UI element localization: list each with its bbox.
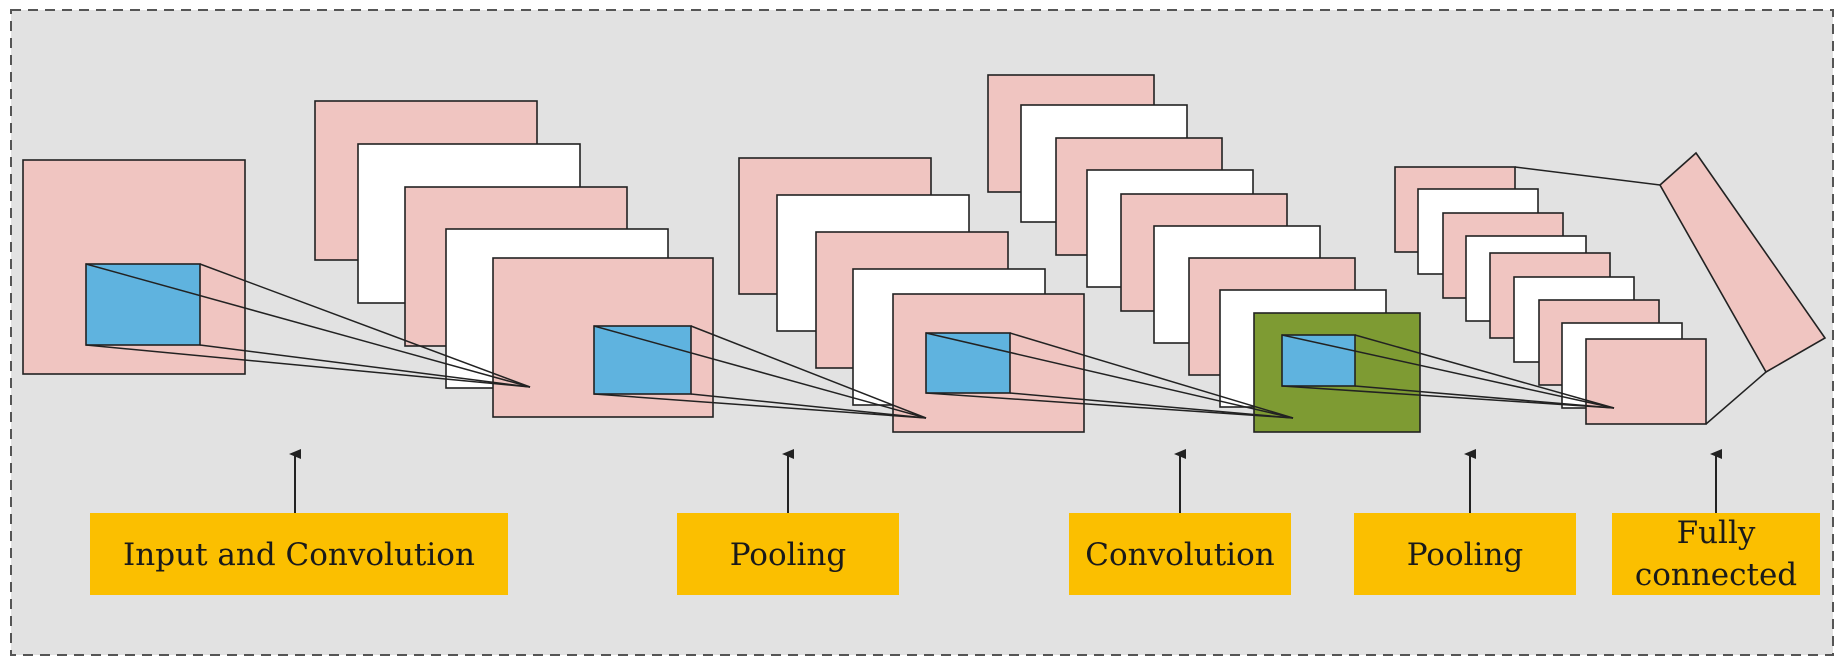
stage-label-pooling-2: Pooling bbox=[1354, 513, 1576, 595]
label-text: Pooling bbox=[1407, 537, 1524, 573]
conv2-feature-maps bbox=[987, 74, 1421, 433]
projection-line bbox=[593, 393, 927, 419]
label-box bbox=[677, 513, 899, 595]
projection-line bbox=[593, 325, 927, 419]
label-text: Fully bbox=[1677, 515, 1756, 551]
projection-line bbox=[199, 344, 531, 388]
projection-line bbox=[1281, 334, 1615, 409]
label-text: Input and Convolution bbox=[123, 537, 475, 573]
projection-line bbox=[925, 392, 1294, 419]
projection-line bbox=[1009, 392, 1294, 419]
label-text: connected bbox=[1635, 557, 1797, 593]
label-text: Pooling bbox=[730, 537, 847, 573]
stage-label-convolution: Convolution bbox=[1069, 513, 1291, 595]
fully-connected-layer bbox=[1514, 151, 1827, 425]
stage-label-input-and-convolution: Input and Convolution bbox=[90, 513, 508, 595]
projection-line bbox=[1354, 334, 1615, 409]
pool2-feature-maps bbox=[1394, 166, 1707, 425]
label-text: Convolution bbox=[1085, 537, 1274, 573]
projection-line bbox=[1281, 385, 1615, 409]
projection-line bbox=[85, 263, 531, 388]
stage-arrows bbox=[289, 449, 1722, 513]
stage-label-fully-connected: Fully connected bbox=[1612, 513, 1820, 595]
fc-connection-line bbox=[1514, 166, 1661, 186]
label-box bbox=[1069, 513, 1291, 595]
projection-line bbox=[690, 393, 927, 419]
fully-connected-block bbox=[1658, 151, 1827, 374]
projection-line bbox=[1009, 332, 1294, 419]
receptive-field bbox=[85, 263, 201, 346]
label-box bbox=[90, 513, 508, 595]
projection-line bbox=[690, 325, 927, 419]
projection-lines bbox=[85, 263, 1615, 419]
label-box bbox=[1612, 513, 1820, 595]
receptive-field bbox=[593, 325, 692, 395]
projection-line bbox=[85, 344, 531, 388]
label-box bbox=[1354, 513, 1576, 595]
projection-line bbox=[199, 263, 531, 388]
feature-map bbox=[1585, 338, 1707, 425]
stage-label-pooling-1: Pooling bbox=[677, 513, 899, 595]
projection-line bbox=[1354, 385, 1615, 409]
input-image bbox=[22, 159, 246, 375]
projection-line bbox=[925, 332, 1294, 419]
conv1-feature-maps bbox=[314, 100, 714, 418]
fc-connection-line bbox=[1705, 371, 1767, 425]
